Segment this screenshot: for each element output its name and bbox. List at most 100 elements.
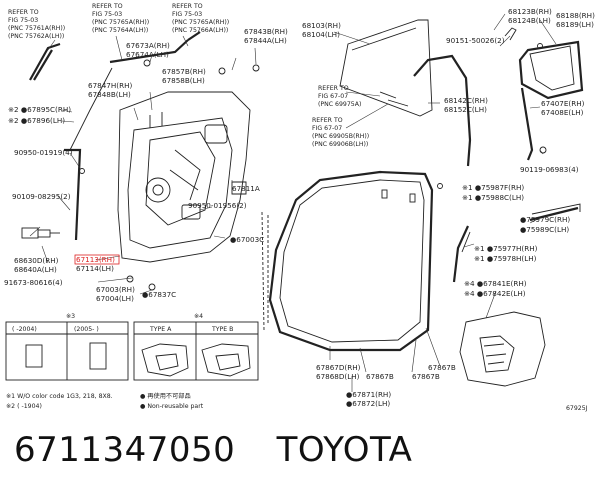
svg-text:※1 ●75988C(LH): ※1 ●75988C(LH)	[462, 193, 524, 202]
rear-division-bar	[69, 67, 113, 151]
svg-text:67674A(LH): 67674A(LH)	[126, 50, 169, 59]
rear-door-glass	[339, 19, 433, 117]
svg-text:REFER TO: REFER TO	[172, 3, 203, 10]
svg-text:FIG 67-07: FIG 67-07	[312, 125, 342, 132]
svg-text:68124B(LH): 68124B(LH)	[508, 16, 551, 25]
belt-molding-rh	[529, 206, 579, 222]
svg-text:67844A(LH): 67844A(LH)	[244, 36, 287, 45]
svg-text:(PNC 69975A): (PNC 69975A)	[318, 101, 361, 108]
glass-top-edge	[351, 27, 417, 51]
label-68103: 68103(RH)	[302, 21, 341, 30]
door-bracket	[181, 204, 201, 220]
label-67113-highlight: 67113(RH)	[74, 254, 120, 265]
upper-molding-tip	[187, 31, 201, 41]
label-90119: 90119-06983(4)	[520, 165, 579, 174]
weatherstrip-inner	[279, 179, 425, 343]
center-pillar-channel	[520, 87, 534, 161]
svg-text:※2 ●67896(LH): ※2 ●67896(LH)	[8, 116, 65, 125]
svg-text:●75989C(LH): ●75989C(LH)	[520, 225, 569, 234]
svg-text:(2005- ): (2005- )	[74, 326, 99, 333]
label-67857: 67857B(RH)	[162, 67, 206, 76]
label-67895: ※2 ●67895C(RH)	[8, 105, 71, 114]
svg-text:REFER TO: REFER TO	[8, 9, 39, 16]
svg-text:( -2004): ( -2004)	[12, 326, 37, 333]
label-68188: 68188(RH)	[556, 11, 595, 20]
part-caption: 6711347050 TOYOTA	[14, 430, 594, 490]
legend-table-3: ※3 ( -2004) (2005- )	[5, 313, 129, 381]
leader-lines-center	[329, 327, 441, 392]
svg-text:FIG 75-03: FIG 75-03	[92, 11, 122, 18]
ref-block-2: REFER TO FIG 75-03 (PNC 75765A(RH)) (PNC…	[92, 3, 149, 34]
label-91673: 91673-80616(4)	[4, 278, 63, 287]
ref-block-4: REFER TO FIG 67-07 (PNC 69975A)	[318, 85, 361, 108]
svg-text:TYPE A: TYPE A	[149, 326, 172, 333]
door-weatherstrip-left	[64, 148, 82, 241]
label-67867b-3: 67867B	[428, 363, 456, 372]
svg-text:67868D(LH): 67868D(LH)	[316, 372, 360, 381]
pillar-garnish	[452, 225, 470, 283]
svg-text:68189(LH): 68189(LH)	[556, 20, 594, 29]
svg-text:(PNC 75765A(RH)): (PNC 75765A(RH))	[172, 19, 229, 26]
svg-text:68152C(LH): 68152C(LH)	[444, 105, 487, 114]
svg-text:67408E(LH): 67408E(LH)	[541, 108, 584, 117]
regulator-arms	[169, 149, 201, 201]
screw-icon	[539, 146, 547, 154]
diagram-code: 67925J	[566, 405, 588, 412]
label-67837: ●67837C	[142, 290, 176, 299]
service-hole-cover-inner	[479, 335, 515, 373]
cover-hatch	[483, 343, 507, 365]
ref-block-3: REFER TO FIG 75-03 (PNC 75765A(RH)) (PNC…	[172, 3, 229, 34]
label-90151: 90151-50026(2)	[446, 36, 505, 45]
legend-table-4: ※4 TYPE A TYPE B	[133, 313, 259, 381]
pillar-garnish-inner	[461, 231, 471, 253]
label-67673: 67673A(RH)	[126, 41, 170, 50]
label-67867d: 67867D(RH)	[316, 363, 361, 372]
weatherstrip-clip	[381, 189, 388, 199]
label-67811: 67811A	[232, 184, 260, 193]
svg-text:68104(LH): 68104(LH)	[302, 30, 340, 39]
svg-text:● Non-reusable part: ● Non-reusable part	[140, 403, 204, 410]
quarter-glass-clip	[504, 27, 517, 41]
door-inner-frame	[127, 117, 233, 249]
clip-icons	[79, 59, 260, 291]
label-75987: ※1 ●75987F(RH)	[462, 183, 524, 192]
weatherstrip-dash	[261, 211, 269, 331]
label-67841: ※4 ●67841E(RH)	[464, 279, 527, 288]
label-67407: 67407E(RH)	[541, 99, 585, 108]
door-lock	[204, 124, 228, 144]
svg-text:68640A(LH): 68640A(LH)	[14, 265, 57, 274]
label-90950-01919: 90950-01919(4)	[14, 148, 73, 157]
ref-block-5: REFER TO FIG 67-07 (PNC 69905B(RH)) (PNC…	[312, 117, 369, 148]
svg-text:REFER TO: REFER TO	[92, 3, 123, 10]
part-number: 6711347050	[14, 430, 236, 470]
svg-text:※4 ●67842E(LH): ※4 ●67842E(LH)	[464, 289, 526, 298]
leader-lines-left	[29, 35, 257, 295]
label-75979: ●75979C(RH)	[520, 215, 570, 224]
door-check	[149, 112, 163, 128]
screw-icon	[537, 43, 543, 49]
glass-run-channel	[413, 54, 472, 167]
regulator-motor	[145, 177, 171, 203]
svg-text:※3: ※3	[66, 313, 75, 320]
label-67843: 67843B(RH)	[244, 27, 288, 36]
belt-molding-tip	[531, 203, 581, 215]
svg-text:67113(RH): 67113(RH)	[76, 255, 115, 264]
label-68142: 68142C(RH)	[444, 96, 488, 105]
svg-text:※4: ※4	[194, 313, 203, 320]
label-90950-01956: 90950-01956(2)	[188, 201, 247, 210]
door-hinge-icon	[21, 227, 60, 239]
label-67867b-1: 67867B	[366, 372, 394, 381]
outer-belt-weatherstrip	[379, 91, 409, 107]
label-67867b-2: 67867B	[412, 372, 440, 381]
svg-text:67004(LH): 67004(LH)	[96, 294, 134, 303]
svg-text:FIG 67-07: FIG 67-07	[318, 93, 348, 100]
weatherstrip-clip	[409, 193, 416, 203]
svg-text:(PNC 75764A(LH)): (PNC 75764A(LH))	[92, 27, 148, 34]
label-67003c: ●67003C	[230, 235, 264, 244]
svg-text:(PNC 69906B(LH)): (PNC 69906B(LH))	[312, 141, 368, 148]
label-67847: 67847H(RH)	[88, 81, 132, 90]
svg-text:TYPE B: TYPE B	[211, 326, 233, 333]
label-67114: 67114(LH)	[76, 264, 114, 273]
label-68123: 68123B(RH)	[508, 7, 552, 16]
svg-text:●67872(LH): ●67872(LH)	[346, 399, 390, 408]
